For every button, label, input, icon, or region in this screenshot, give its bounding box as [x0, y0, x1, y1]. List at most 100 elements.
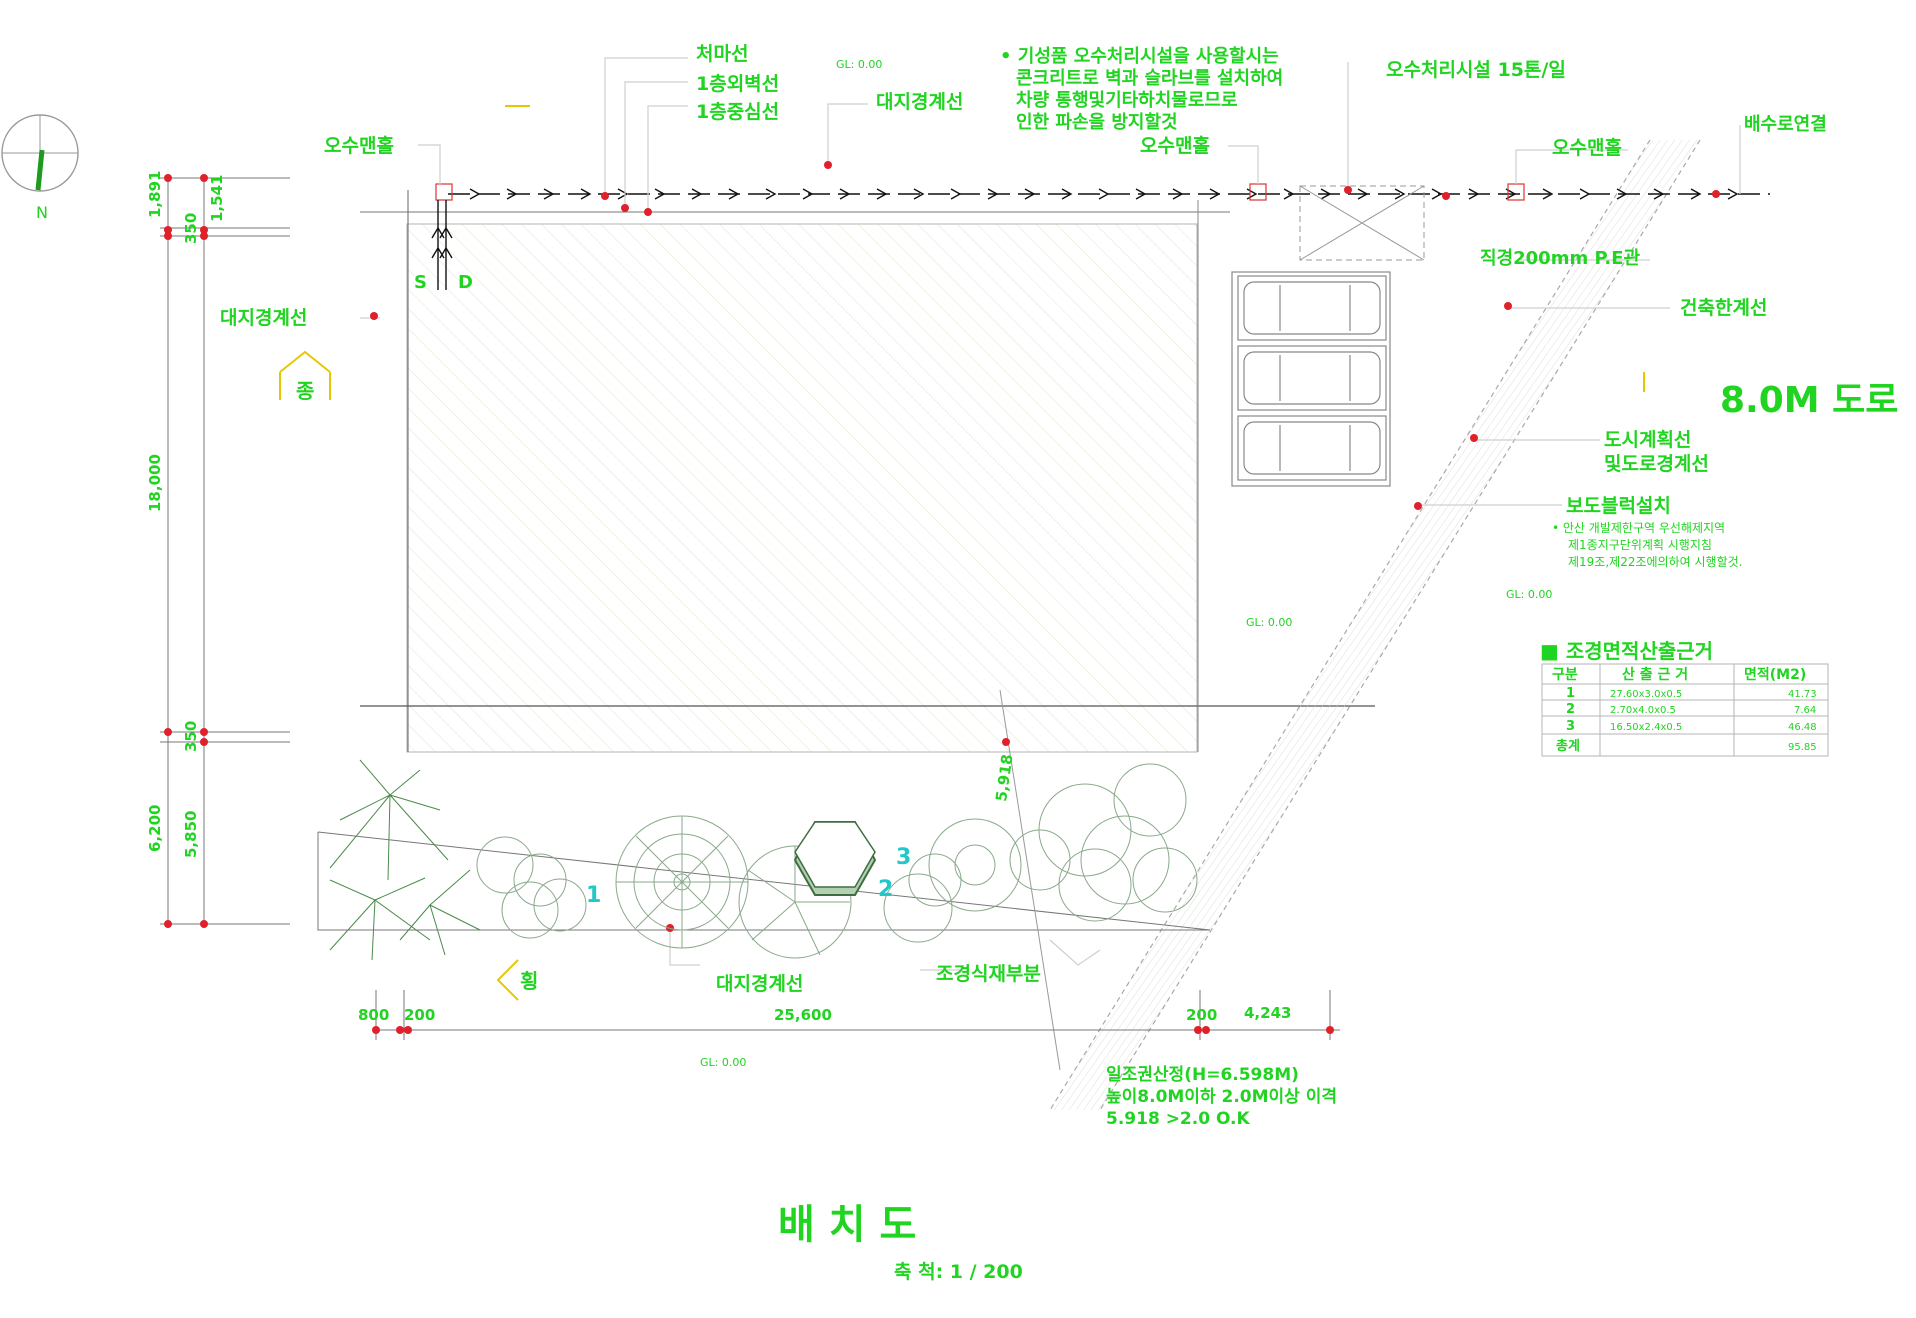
label-building-limit: 건축한계선	[1680, 297, 1767, 319]
sidewalk-note-3: 제19조,제22조에의하여 시행할것.	[1568, 554, 1742, 569]
table-r1-c1: 2.70x4.0x0.5	[1610, 705, 1676, 716]
flow-arrow-icon	[1542, 188, 1554, 200]
table-r3-c2: 95.85	[1788, 742, 1817, 753]
sidewalk-note-1: • 안산 개발제한구역 우선해제지역	[1552, 521, 1725, 535]
note-line-1: • 기성품 오수처리시설을 사용할시는	[1000, 45, 1279, 67]
table-r1-c2: 7.64	[1794, 705, 1816, 716]
label-manhole-left: 오수맨홀	[324, 134, 394, 157]
flow-arrow-icon	[876, 188, 888, 200]
label-landscape-part: 조경식재부분	[936, 963, 1041, 985]
note-line-4: 인한 파손을 방지할것	[1016, 111, 1178, 133]
flow-arrow-icon	[987, 188, 999, 200]
tree-shrub-icon	[476, 836, 587, 939]
title-scale: 축 척: 1 / 200	[894, 1261, 1023, 1283]
flow-arrow-icon	[654, 188, 666, 200]
label-gl-bottom: GL: 0.00	[700, 1056, 746, 1069]
flow-arrow-icon	[1357, 188, 1369, 200]
flow-arrow-icon	[802, 188, 814, 200]
flow-arrow-icon	[1283, 188, 1295, 200]
leader-dots	[370, 161, 1720, 932]
landscape-trees	[329, 759, 1198, 961]
tree-round-icon	[615, 815, 749, 949]
table-title: ■ 조경면적산출근거	[1540, 639, 1713, 663]
sunlight-line-3: 5.918 >2.0 O.K	[1106, 1109, 1251, 1129]
jong-marker-icon	[279, 350, 331, 373]
flow-arrow-icon	[1061, 188, 1073, 200]
septic-tank-icon	[1299, 185, 1425, 261]
dimension-lines	[160, 177, 1340, 1040]
dim-1541: 1,541	[208, 175, 226, 222]
dim-4243: 4,243	[1244, 1004, 1291, 1022]
sunlight-line-2: 높이8.0M이하 2.0M이상 이격	[1106, 1087, 1337, 1107]
sidewalk-hatch	[1050, 140, 1700, 1110]
dim-1891: 1,891	[146, 171, 164, 218]
manhole-left-icon	[435, 183, 453, 201]
tree-num-3: 3	[896, 845, 911, 870]
label-gl-top: GL: 0.00	[836, 58, 882, 71]
dim-5850: 5,850	[182, 811, 200, 858]
table-r0-c0: 1	[1566, 686, 1575, 701]
label-hoeng: 횡	[520, 969, 538, 993]
car-3	[1243, 421, 1381, 475]
dimension-dots	[164, 174, 1334, 1034]
label-septic-capacity: 오수처리시설 15톤/일	[1386, 59, 1566, 81]
label-manhole-right: 오수맨홀	[1552, 136, 1622, 159]
flow-arrow-icon	[1172, 188, 1184, 200]
leader-lines	[360, 57, 1741, 971]
table-header-1: 산 출 근 거	[1622, 666, 1688, 683]
label-pipe: 직경200mm P.E관	[1480, 248, 1640, 269]
dim-200b: 200	[1186, 1006, 1217, 1024]
north-label: N	[36, 203, 48, 222]
flow-arrow-icon	[543, 188, 555, 200]
flow-arrow-icon	[1579, 188, 1591, 200]
dim-6200: 6,200	[146, 805, 164, 852]
label-drain-connection: 배수로연결	[1744, 114, 1827, 135]
tree-hexagon-icon	[793, 821, 877, 896]
label-site-boundary-left: 대지경계선	[220, 307, 307, 329]
flow-arrow-icon	[1505, 188, 1517, 200]
landscape-area-table: ■ 조경면적산출근거 구분 산 출 근 거 면적(M2) 1 27.60x3.0…	[1540, 639, 1829, 757]
tree-num-2: 2	[878, 877, 893, 902]
drawing-title: 배 치 도 축 척: 1 / 200	[778, 1202, 1023, 1283]
car-1	[1243, 281, 1381, 335]
flow-arrow-icon	[913, 188, 925, 200]
flow-arrow-icon	[691, 188, 703, 200]
table-r0-c1: 27.60x3.0x0.5	[1610, 689, 1682, 700]
north-arrow: N	[1, 114, 79, 222]
dim-350-bot: 350	[182, 721, 200, 752]
flow-arrow-icon	[1616, 188, 1628, 200]
building-footprint	[406, 223, 1198, 753]
table-r0-c2: 41.73	[1788, 689, 1817, 700]
flow-arrow-icon	[469, 188, 481, 200]
car-2	[1243, 351, 1381, 405]
label-outer-wall: 1층외벽선	[696, 73, 779, 95]
d-label: D	[458, 272, 473, 293]
flow-arrow-icon	[839, 188, 851, 200]
flow-arrow-icon	[1320, 188, 1332, 200]
labels: 처마선 1층외벽선 1층중심선 GL: 0.00 대지경계선 • 기성품 오수처…	[220, 43, 1898, 1129]
note-line-2: 콘크리트로 벽과 슬라브를 설치하여	[1016, 68, 1283, 89]
flow-arrow-icon	[1431, 188, 1443, 200]
label-eave-line: 처마선	[696, 43, 748, 65]
dim-800: 800	[358, 1006, 389, 1024]
flow-arrow-icon	[1098, 188, 1110, 200]
tree-canopy-icon	[738, 845, 852, 959]
flow-arrow-icon	[580, 188, 592, 200]
table-r1-c0: 2	[1566, 702, 1575, 717]
tree-num-1: 1	[586, 883, 601, 908]
flow-arrow-icon	[1024, 188, 1036, 200]
flow-arrow-icon	[1209, 188, 1221, 200]
table-r2-c2: 46.48	[1788, 722, 1817, 733]
label-sidewalk: 보도블럭설치	[1566, 495, 1671, 517]
label-road: 8.0M 도로	[1720, 380, 1898, 421]
flow-arrow-icon	[950, 188, 962, 200]
dim-350-top: 350	[182, 213, 200, 244]
label-gl-mid: GL: 0.00	[1246, 616, 1292, 629]
table-r2-c1: 16.50x2.4x0.5	[1610, 722, 1682, 733]
hoeng-marker-icon	[496, 959, 519, 1001]
flow-arrow-icon	[765, 188, 777, 200]
sidewalk-note-2: 제1종지구단위계획 시행지침	[1568, 537, 1712, 552]
dim-5918: 5,918	[992, 753, 1016, 802]
label-urban-plan-2: 및도로경계선	[1604, 453, 1709, 475]
